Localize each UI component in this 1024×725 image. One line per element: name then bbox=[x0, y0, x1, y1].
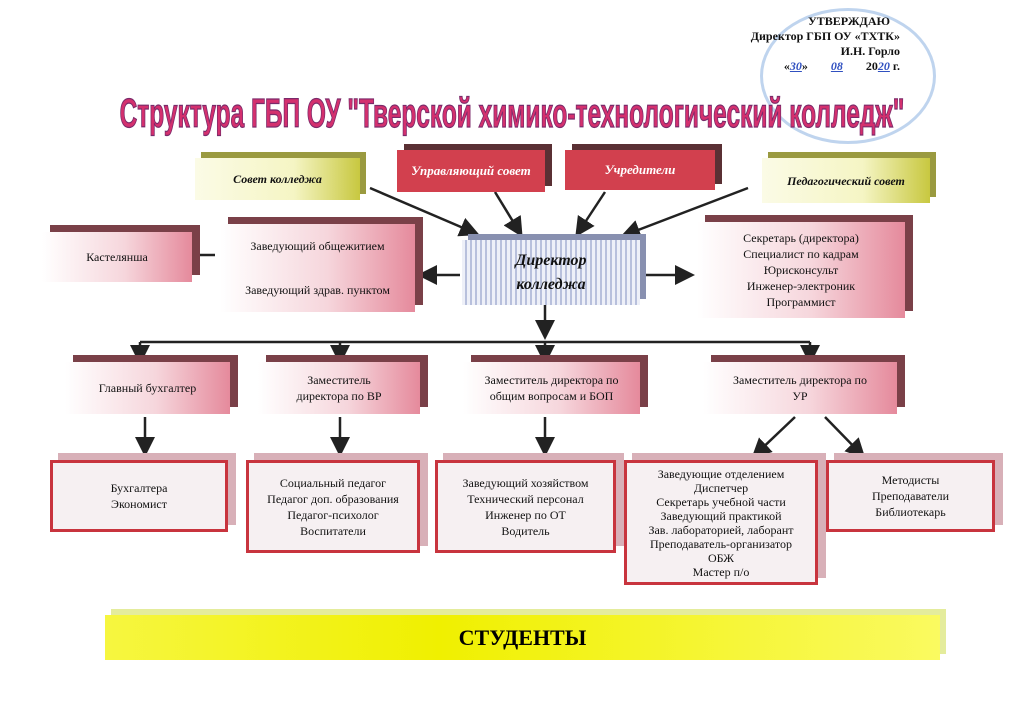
staff-item: Экономист bbox=[111, 497, 167, 511]
approval-date: «30» 08 2020 г. bbox=[783, 59, 900, 73]
staff-item: Преподаватель-организатор bbox=[650, 536, 792, 551]
staff-item: ОБЖ bbox=[707, 550, 734, 565]
box-label: Совет колледжа bbox=[233, 172, 322, 186]
staff-item: Заведующие отделением bbox=[657, 466, 785, 481]
staff-item: Мастер п/о bbox=[692, 564, 750, 579]
students-box: СТУДЕНТЫ bbox=[105, 615, 940, 660]
staff-item: Секретарь (директора) bbox=[743, 231, 859, 245]
approval-name: И.Н. Горло bbox=[840, 44, 900, 58]
director-line1: Директор bbox=[515, 251, 587, 269]
box-label: Управляющий совет bbox=[411, 163, 531, 178]
staff-item: Специалист по кадрам bbox=[743, 247, 859, 261]
staff-item: Педагог доп. образования bbox=[267, 491, 399, 506]
staff-item: Преподаватели bbox=[871, 489, 949, 503]
date-year-end: г. bbox=[892, 59, 900, 73]
staff-item: Программист bbox=[766, 295, 836, 309]
approval-position: Директор ГБП ОУ «ТХТК» bbox=[750, 29, 900, 43]
box-label: Заместитель директора по УР bbox=[733, 373, 867, 403]
box-label: Главный бухгалтер bbox=[98, 381, 197, 395]
approval-heading: УТВЕРЖДАЮ bbox=[807, 14, 890, 28]
deputy-box-vr: Заместитель директора по ВР bbox=[258, 362, 420, 414]
staff-item: Юрисконсульт bbox=[763, 263, 839, 277]
staff-item: Социальный педагог bbox=[279, 475, 387, 490]
deputy-box-ur: Заместитель директора по УР bbox=[703, 362, 897, 414]
staff-item: Методисты bbox=[881, 473, 940, 487]
students-label: СТУДЕНТЫ bbox=[458, 624, 587, 650]
staff-item: Инженер-электроник bbox=[746, 279, 856, 293]
castellan-box: Кастелянша bbox=[42, 232, 192, 282]
deputy-box-accountant: Главный бухгалтер bbox=[65, 362, 230, 414]
date-year-prefix: 20 bbox=[865, 59, 878, 73]
staff-item: Библиотекарь bbox=[875, 505, 946, 519]
box-label: Заместитель директора по общим вопросам … bbox=[484, 373, 619, 403]
director-box: Директор колледжа bbox=[462, 240, 640, 305]
page-title: Структура ГБП ОУ "Тверской химико-технол… bbox=[119, 90, 905, 137]
staff-item: Педагог-психолог bbox=[287, 507, 379, 522]
box-label: Заместитель директора по ВР bbox=[296, 373, 382, 403]
director-staff-box: Секретарь (директора) Специалист по кадра… bbox=[697, 222, 905, 318]
staff-item: Инженер по ОТ bbox=[485, 507, 566, 522]
staff-item: Заведующий практикой bbox=[660, 508, 782, 523]
staff-item: Секретарь учебной части bbox=[656, 494, 786, 509]
staff-item: Диспетчер bbox=[693, 480, 749, 495]
box-label: Заведующий общежитием bbox=[250, 239, 385, 253]
college-council-box: Совет колледжа bbox=[195, 158, 360, 200]
date-year-suffix: 20 bbox=[877, 59, 890, 73]
deputy-box-general: Заместитель директора по общим вопросам … bbox=[463, 362, 640, 414]
staff-item: Водитель bbox=[501, 523, 550, 538]
founders-box: Учредители bbox=[565, 150, 715, 190]
approval-block: УТВЕРЖДАЮ Директор ГБП ОУ «ТХТК» И.Н. Го… bbox=[700, 14, 900, 74]
staff-item: Технический персонал bbox=[467, 491, 584, 506]
governing-council-box: Управляющий совет bbox=[397, 150, 545, 192]
seal-stamp bbox=[760, 8, 936, 144]
box-label: Педагогический совет bbox=[787, 173, 905, 188]
director-line2: колледжа bbox=[516, 275, 586, 293]
date-day: 30 bbox=[789, 59, 802, 73]
box-label: Учредители bbox=[604, 162, 676, 177]
staff-item: Заведующий хозяйством bbox=[462, 475, 589, 490]
pedagogical-council-box: Педагогический совет bbox=[762, 158, 930, 203]
date-month: 08 bbox=[830, 59, 843, 73]
staff-item: Бухгалтера bbox=[110, 481, 168, 495]
staff-item: Воспитатели bbox=[300, 523, 366, 538]
box-label: Кастелянша bbox=[86, 250, 148, 264]
staff-item: Зав. лабораторией, лаборант bbox=[648, 522, 794, 537]
box-label: Заведующий здрав. пунктом bbox=[245, 283, 390, 297]
